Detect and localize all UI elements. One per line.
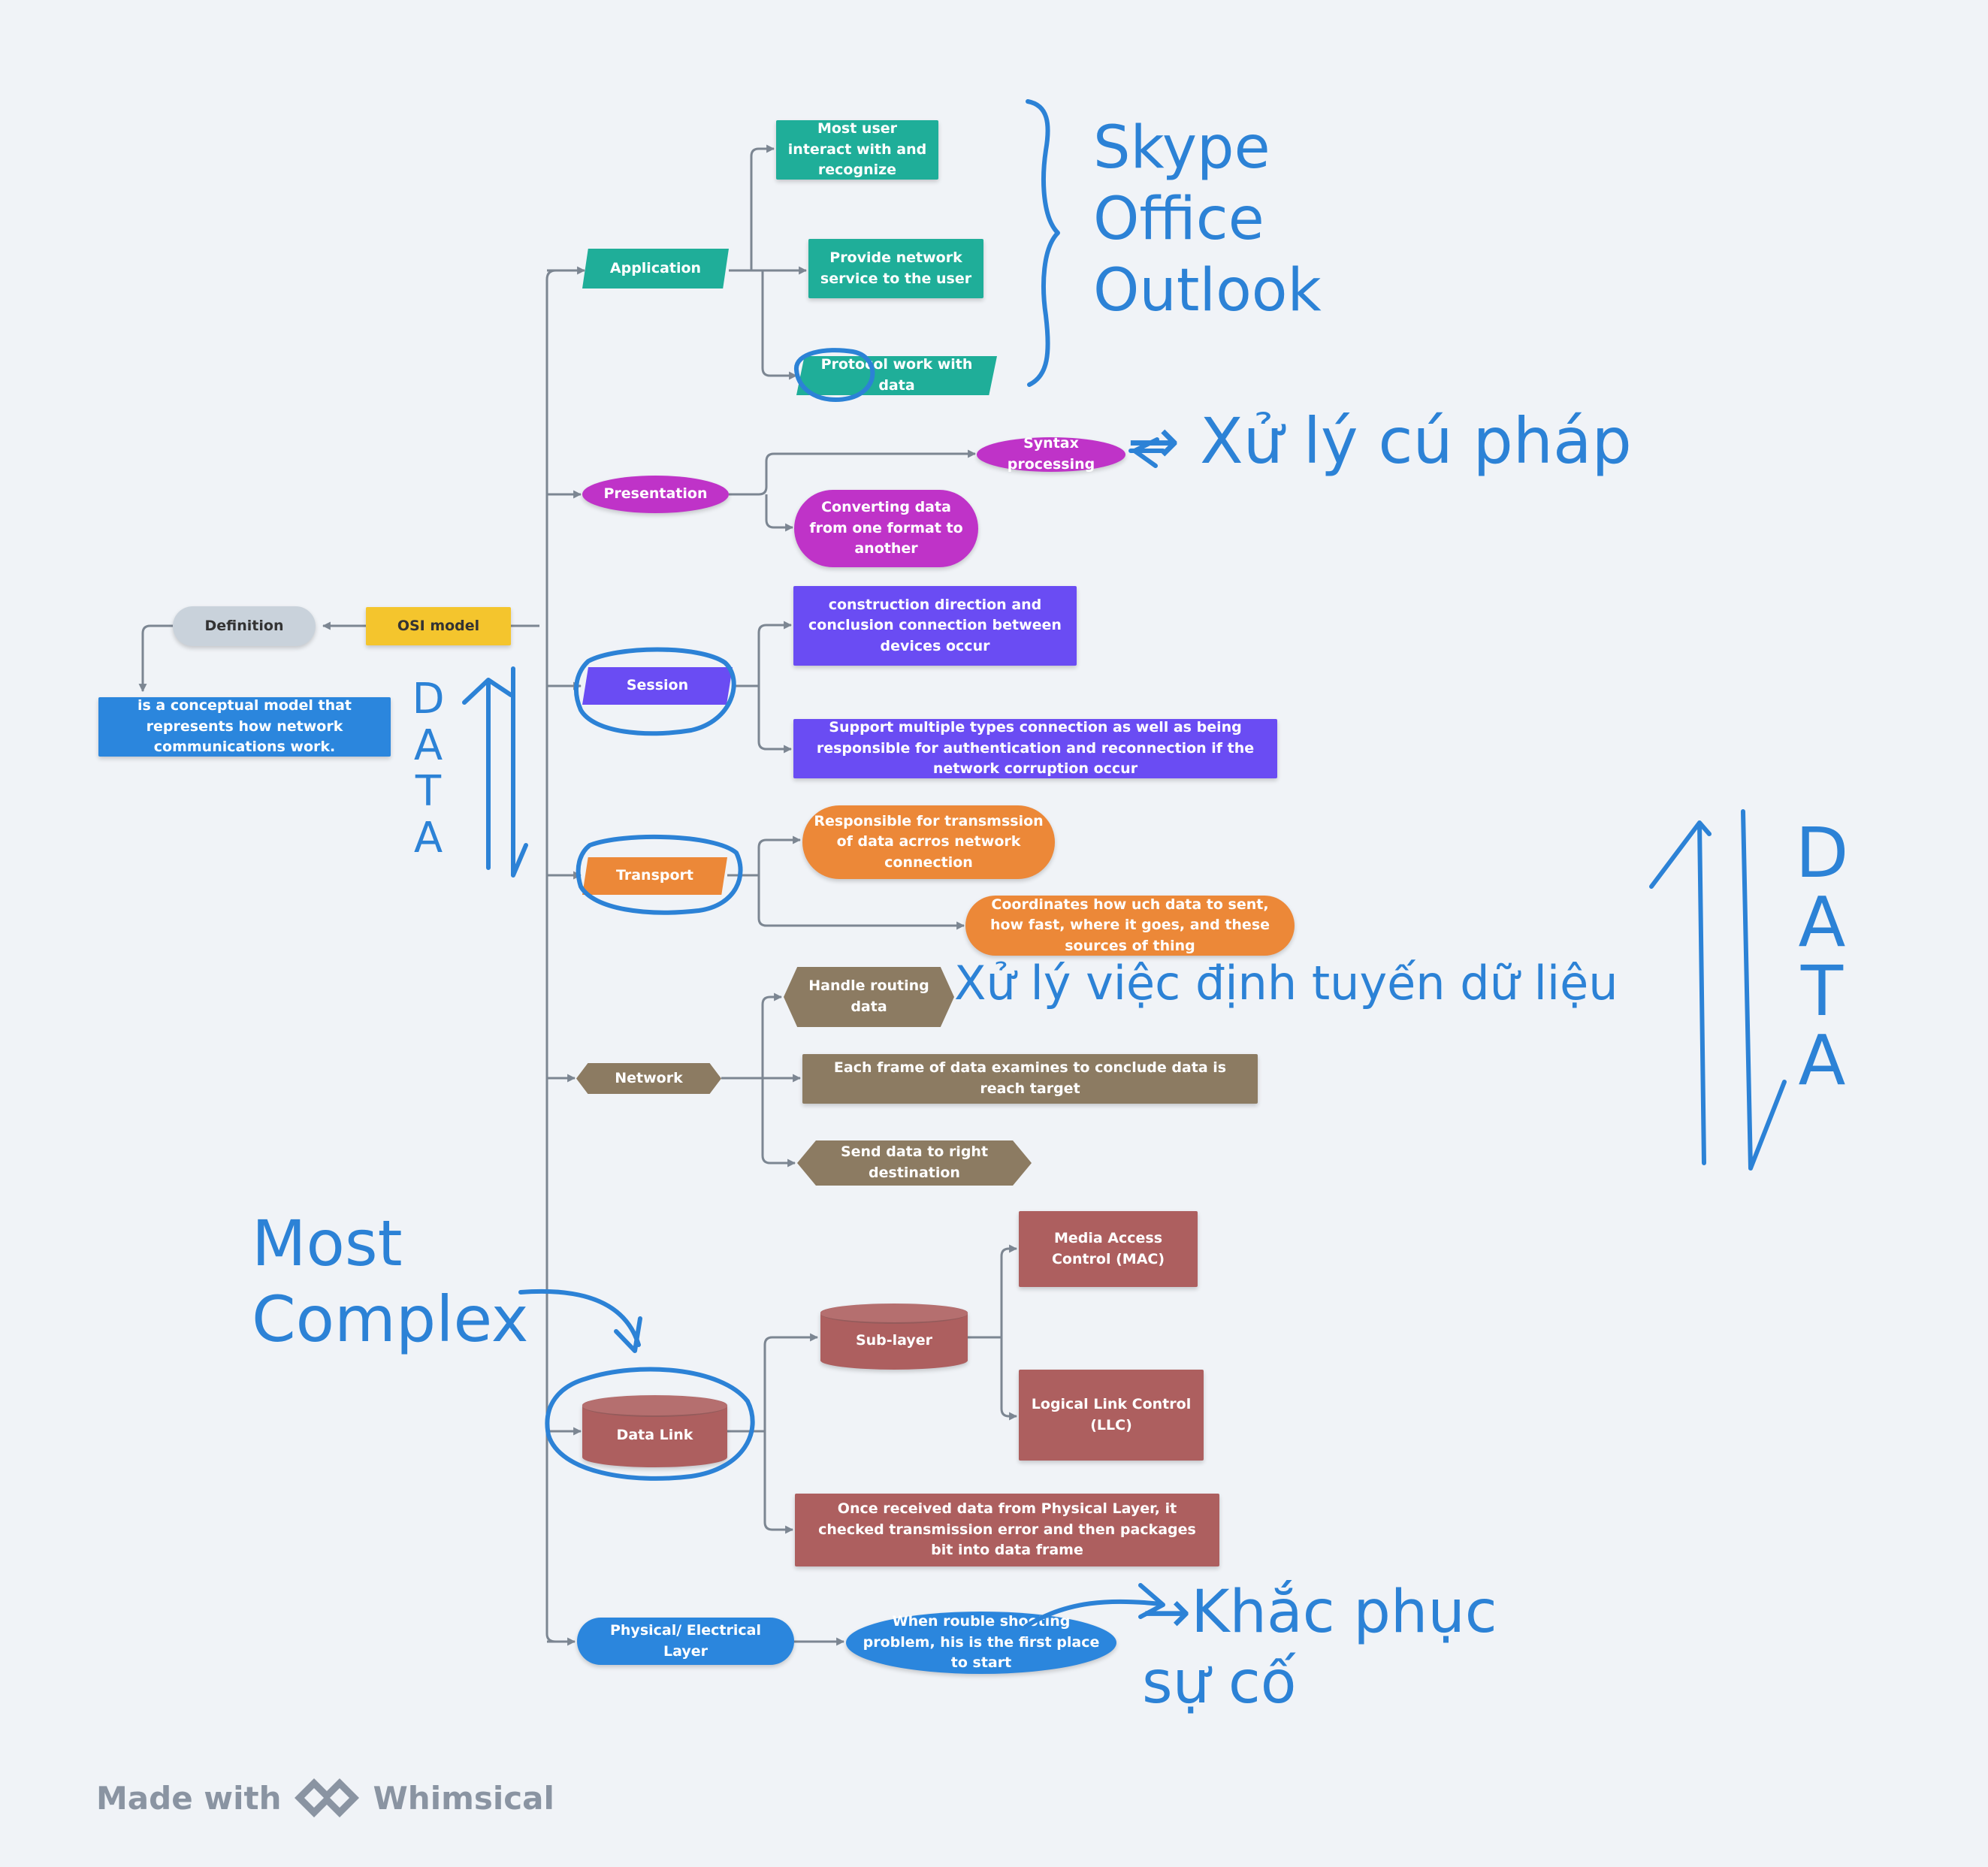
- sub-layer-node[interactable]: Sub-layer: [820, 1304, 968, 1370]
- application-layer-node[interactable]: Application: [582, 249, 729, 289]
- data-link-layer-node[interactable]: Data Link: [582, 1395, 727, 1467]
- session-detail-construction[interactable]: construction direction and conclusion co…: [793, 586, 1077, 666]
- physical-detail-troubleshooting[interactable]: When rouble shooting problem, his is the…: [846, 1612, 1116, 1674]
- sub-layer-detail-mac[interactable]: Media Access Control (MAC): [1019, 1211, 1198, 1287]
- data-link-detail-packaging[interactable]: Once received data from Physical Layer, …: [795, 1494, 1219, 1566]
- session-layer-node[interactable]: Session: [582, 667, 733, 705]
- transport-layer-node[interactable]: Transport: [582, 857, 727, 895]
- application-detail-network-service[interactable]: Provide network service to the user: [808, 239, 983, 298]
- osi-model-node[interactable]: OSI model: [366, 607, 511, 645]
- protocol-circle-mark: [794, 348, 875, 403]
- network-layer-node[interactable]: Network: [576, 1063, 721, 1094]
- annotation-fix: →Khắc phục sự cố: [1142, 1578, 1497, 1717]
- most-complex-arrow-mark: [518, 1288, 642, 1353]
- annotation-routing: Xử lý việc định tuyến dữ liệu: [954, 956, 1618, 1011]
- data-link-circle-mark: [545, 1367, 755, 1481]
- definition-text-node[interactable]: is a conceptual model that represents ho…: [98, 697, 391, 757]
- annotation-syntax: → Xử lý cú pháp: [1127, 404, 1632, 478]
- fix-arrow-mark: [1023, 1583, 1165, 1629]
- session-circle-mark: [573, 647, 736, 736]
- transport-circle-mark: [576, 834, 743, 915]
- data-down-arrow-right: [1741, 809, 1787, 1171]
- made-with-whimsical-badge[interactable]: Made with Whimsical: [96, 1773, 554, 1823]
- whimsical-brand-label: Whimsical: [373, 1779, 554, 1817]
- definition-node[interactable]: Definition: [173, 606, 316, 646]
- syntax-arrow-mark: [1128, 437, 1165, 468]
- data-up-arrow-left: [462, 678, 513, 870]
- application-detail-protocol[interactable]: Protocol work with data: [796, 356, 997, 395]
- network-detail-routing[interactable]: Handle routing data: [784, 967, 954, 1027]
- whimsical-logo-icon: [295, 1778, 360, 1817]
- network-detail-frame[interactable]: Each frame of data examines to conclude …: [802, 1054, 1258, 1104]
- annotation-apps: Skype Office Outlook: [1093, 114, 1322, 325]
- annotation-data-right: DATA: [1795, 813, 1849, 1101]
- physical-layer-node[interactable]: Physical/ Electrical Layer: [577, 1618, 794, 1665]
- annotation-most-complex: Most Complex: [252, 1207, 529, 1356]
- application-detail-user-interact[interactable]: Most user interact with and recognize: [776, 120, 938, 180]
- transport-detail-coordinates[interactable]: Coordinates how uch data to sent, how fa…: [965, 896, 1295, 956]
- data-up-arrow-right: [1649, 820, 1712, 1165]
- sub-layer-detail-llc[interactable]: Logical Link Control (LLC): [1019, 1370, 1204, 1461]
- made-with-label: Made with: [96, 1779, 282, 1817]
- network-detail-send[interactable]: Send data to right destination: [797, 1140, 1032, 1186]
- presentation-detail-syntax[interactable]: Syntax processing: [977, 435, 1125, 473]
- presentation-detail-converting[interactable]: Converting data from one format to anoth…: [794, 490, 978, 567]
- annotation-data-left: DATA: [412, 675, 445, 863]
- session-detail-support[interactable]: Support multiple types connection as wel…: [793, 719, 1277, 778]
- presentation-layer-node[interactable]: Presentation: [582, 476, 729, 513]
- data-down-arrow-left: [511, 666, 528, 878]
- apps-brace-mark: [1026, 99, 1060, 387]
- transport-detail-transmission[interactable]: Responsible for transmssion of data acrr…: [802, 805, 1055, 879]
